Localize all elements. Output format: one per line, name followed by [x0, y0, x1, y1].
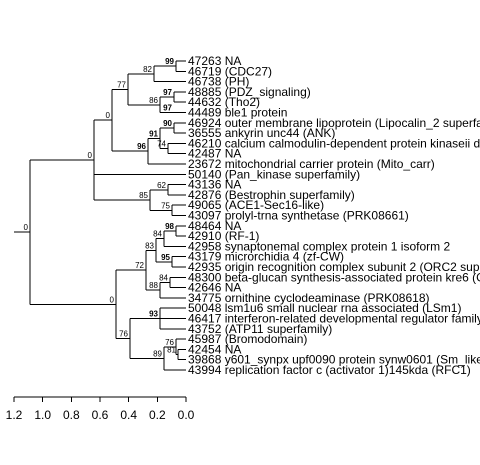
axis-tick-label: 0.2 [149, 408, 166, 422]
leaf-label: 39868 y601_synpx upf0090 protein synw060… [188, 353, 480, 367]
leaf-label: 42876 (Bestrophin superfamily) [188, 188, 355, 202]
support-value: 95 [161, 253, 170, 262]
axis-tick-label: 0.6 [92, 408, 109, 422]
leaf-label: 50140 (Pan_kinase superfamily) [188, 167, 360, 181]
leaf-label: 43136 NA [188, 178, 241, 192]
support-value: 84 [153, 230, 162, 239]
support-values: 9982979786779074919606275850988495838488… [24, 57, 177, 358]
axis-tick-label: 1.0 [34, 408, 51, 422]
support-value: 75 [161, 201, 170, 210]
support-value: 62 [157, 181, 166, 190]
support-value: 86 [149, 96, 158, 105]
support-value: 0 [24, 223, 29, 232]
leaf-label: 43179 microrchidia 4 (zf-CW) [188, 250, 344, 264]
leaf-label: 47263 NA [188, 54, 241, 68]
leaf-label: 46417 interferon-related developmental r… [188, 312, 480, 326]
leaf-label: 46210 calcium calmodulin-dependent prote… [188, 136, 480, 150]
support-value: 0 [88, 151, 93, 160]
leaf-label: 42646 NA [188, 281, 241, 295]
leaf-label: 34775 ornithine cyclodeaminase (PRK08618… [188, 291, 429, 305]
support-value: 89 [153, 349, 162, 358]
support-value: 84 [159, 273, 168, 282]
support-value: 83 [145, 241, 154, 250]
leaf-label: 42454 NA [188, 342, 241, 356]
leaf-label: 48300 beta-glucan synthesis-associated p… [188, 270, 480, 284]
axis-tick-label: 1.2 [6, 408, 23, 422]
support-value: 82 [143, 65, 152, 74]
leaf-label: 46738 (PH) [188, 75, 249, 89]
support-value: 88 [149, 281, 158, 290]
leaf-label: 42910 (RF-1) [188, 229, 259, 243]
leaf-label: 42958 synaptonemal complex protein 1 iso… [188, 239, 450, 253]
axis-tick-label: 0.4 [120, 408, 137, 422]
support-value: 93 [149, 310, 158, 319]
leaf-label: 50048 lsm1u6 small nuclear rna associate… [188, 301, 461, 315]
leaf-label: 46924 outer membrane lipoprotein (Lipoca… [188, 116, 480, 130]
leaf-label: 46719 (CDC27) [188, 64, 272, 78]
support-value: 77 [117, 80, 126, 89]
leaf-label: 42935 origin recognition complex subunit… [188, 260, 480, 274]
scale-axis: 1.2 1.0 0.8 0.6 0.4 0.2 0.0 [6, 396, 195, 422]
support-value: 97 [163, 88, 172, 97]
leaf-label: 44489 ble1 protein [188, 106, 287, 120]
support-value: 98 [165, 222, 174, 231]
support-value: 81 [167, 346, 176, 355]
leaf-label: 43097 prolyl-trna synthetase (PRK08661) [188, 209, 409, 223]
leaf-label: 48885 (PDZ_signaling) [188, 85, 311, 99]
leaf-label: 48464 NA [188, 219, 241, 233]
support-value: 91 [149, 129, 158, 138]
support-value: 96 [137, 142, 146, 151]
support-value: 72 [135, 261, 144, 270]
leaf-label: 36555 ankyrin unc44 (ANK) [188, 126, 335, 140]
leaf-label: 43752 (ATP11 superfamily) [188, 322, 332, 336]
support-value: 76 [165, 338, 174, 347]
leaf-label: 44632 (Tho2) [188, 95, 260, 109]
support-value: 74 [157, 140, 166, 149]
leaf-label: 45987 (Bromodomain) [188, 332, 307, 346]
leaf-label: 23672 mitochondrial carrier protein (Mit… [188, 157, 435, 171]
support-value: 76 [119, 329, 128, 338]
support-value: 85 [139, 191, 148, 200]
support-value: 0 [106, 111, 111, 120]
axis-tick-label: 0.8 [63, 408, 80, 422]
tree-branches [14, 60, 186, 371]
leaf-label: 49065 (ACE1-Sec16-like) [188, 198, 324, 212]
support-value: 90 [163, 119, 172, 128]
leaf-label: 42487 NA [188, 147, 241, 161]
leaf-label: 43994 replication factor c (activator 1)… [188, 363, 471, 377]
support-value: 0 [110, 295, 115, 304]
axis-tick-label: 0.0 [178, 408, 195, 422]
support-value: 97 [163, 104, 172, 113]
support-value: 99 [165, 57, 174, 66]
